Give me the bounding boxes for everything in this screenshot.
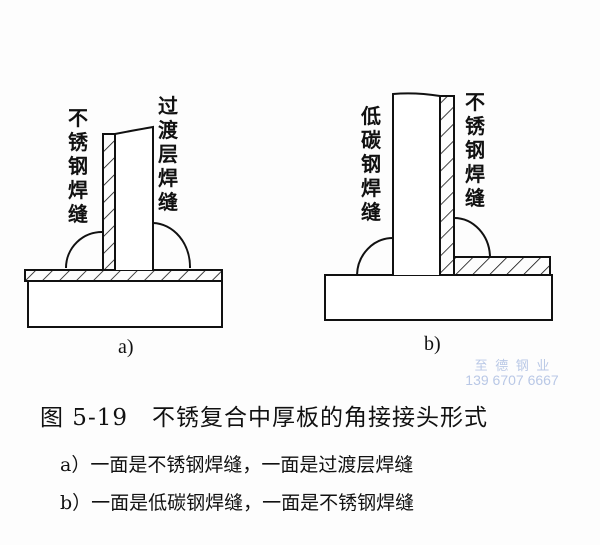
diagram-a xyxy=(24,125,223,328)
weld-bead-left xyxy=(65,230,104,269)
sublabel-b: b) xyxy=(424,333,441,355)
vertical-plate xyxy=(114,125,154,270)
vertical-plate xyxy=(392,92,441,275)
watermark-name: 至 德 钢 业 xyxy=(474,358,552,373)
note-b: b）一面是低碳钢焊缝，一面是不锈钢焊缝 xyxy=(60,492,415,514)
vertical-clad-strip xyxy=(102,133,116,271)
label-a-left: 不锈钢焊缝 xyxy=(68,106,88,226)
sublabel-a: a) xyxy=(118,336,134,358)
weld-bead-left xyxy=(356,237,394,276)
weld-bead-right xyxy=(152,222,192,269)
base-plate xyxy=(324,274,553,321)
watermark-phone: 139 6707 6667 xyxy=(465,372,559,388)
note-a: a）一面是不锈钢焊缝，一面是过渡层焊缝 xyxy=(60,454,414,476)
label-b-right: 不锈钢焊缝 xyxy=(465,90,485,210)
weld-bead-right xyxy=(453,217,491,258)
clad-layer xyxy=(453,256,551,276)
label-a-right: 过渡层焊缝 xyxy=(158,94,178,214)
label-b-left: 低碳钢焊缝 xyxy=(361,104,381,224)
figure-caption: 图 5-19 不锈复合中厚板的角接接头形式 xyxy=(40,405,488,431)
base-plate xyxy=(27,280,223,328)
clad-layer xyxy=(24,269,223,282)
vertical-clad-strip xyxy=(439,95,455,276)
diagram-b xyxy=(324,92,553,321)
